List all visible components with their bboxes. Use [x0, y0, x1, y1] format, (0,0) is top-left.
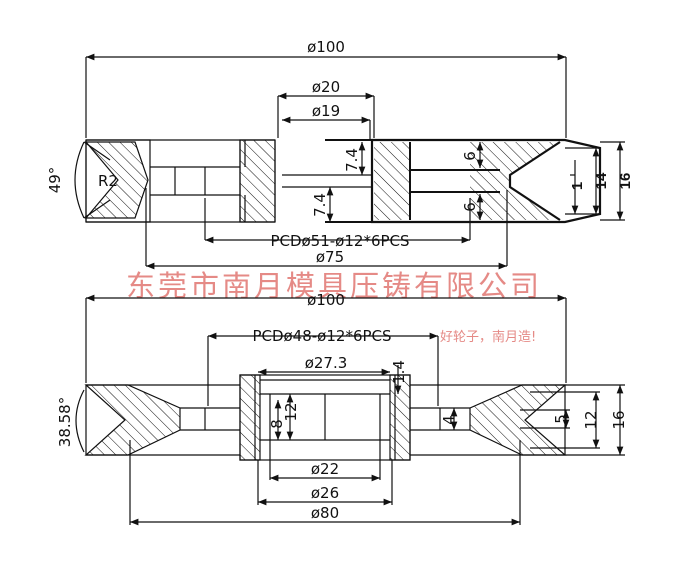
- bottom-view-labels: ø100 PCDø48-ø12*6PCS ø27.3 1.4 12 8 4 5 …: [56, 291, 628, 522]
- bot-bore-diameter-small: ø22: [311, 460, 339, 478]
- top-overall-diameter: ø100: [307, 38, 345, 56]
- bot-left-hatch: [84, 384, 181, 456]
- top-inner-thickness: 14: [593, 172, 610, 189]
- bot-hub-diameter: ø80: [311, 504, 339, 522]
- bot-hole-pattern: PCDø48-ø12*6PCS: [252, 327, 391, 345]
- bot-left-hub-hatch: [239, 374, 261, 461]
- top-right-hatch-hub: [374, 142, 410, 220]
- bot-right-hub-hatch: [389, 374, 411, 461]
- top-flange-lower-gap: 6: [461, 202, 479, 212]
- top-groove-width: 1: [569, 182, 586, 190]
- bot-groove-depth: 5: [552, 414, 570, 424]
- top-total-thickness: 16: [617, 173, 634, 190]
- bot-bore-top-diameter: ø27.3: [305, 354, 348, 372]
- bot-rim-thickness: 12: [582, 410, 600, 429]
- top-flange-upper-gap: 6: [461, 151, 479, 161]
- bot-hole-height: 4: [440, 415, 458, 425]
- top-view-labels: ø100 ø20 ø19 PCDø51-ø12*6PCS ø75 R2 49° …: [46, 38, 634, 266]
- top-right-groove: [508, 141, 561, 221]
- top-upper-offset: 7.4: [343, 148, 361, 172]
- bot-overall-diameter: ø100: [307, 291, 345, 309]
- top-groove-angle: 49°: [46, 167, 64, 194]
- top-hole-pattern: PCDø51-ø12*6PCS: [270, 232, 409, 250]
- bot-bore-diameter-large: ø26: [311, 484, 339, 502]
- bot-groove-angle: 38.58°: [56, 397, 74, 447]
- bot-right-hatch: [469, 384, 567, 456]
- bottom-view: [75, 294, 625, 526]
- top-right-hatch-rim: [470, 142, 560, 220]
- bot-bore-height-inner: 8: [268, 419, 286, 429]
- top-hub-diameter-inner: ø19: [312, 102, 340, 120]
- top-left-groove-hatch: [84, 141, 149, 219]
- top-hub-diameter-outer: ø20: [312, 78, 340, 96]
- bot-total-thickness: 16: [610, 410, 628, 429]
- top-groove-radius: R2: [98, 172, 118, 190]
- bot-bore-height-outer: 12: [282, 402, 300, 421]
- top-groove-diameter: ø75: [316, 248, 344, 266]
- top-view: [74, 53, 625, 270]
- bot-chamfer: 1.4: [390, 360, 408, 384]
- watermark-slogan: 好轮子，南月造!: [440, 329, 536, 345]
- top-lower-offset: 7.4: [311, 193, 329, 217]
